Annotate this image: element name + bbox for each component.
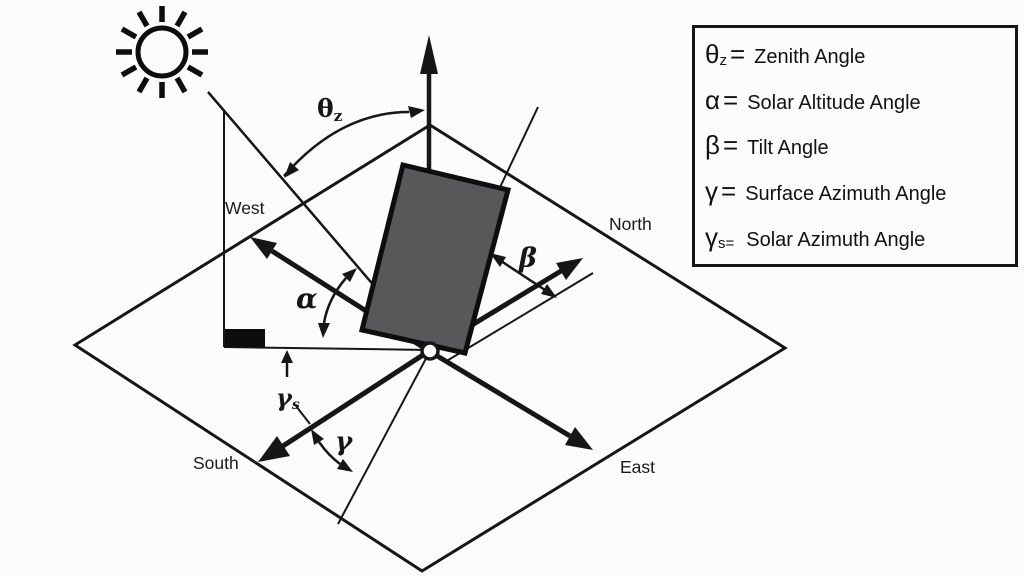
zenith-angle-arc — [283, 106, 425, 178]
legend-box: θz= Zenith Angle α= Solar Altitude Angle β… — [692, 25, 1018, 267]
legend-row-surface-azimuth: γ= Surface Azimuth Angle — [705, 176, 1011, 207]
ground-plane-outline — [72, 123, 788, 573]
south-arrow — [258, 348, 431, 462]
solar-azimuth-arc — [281, 350, 311, 425]
legend-label: Solar Azimuth Angle — [746, 228, 926, 251]
north-label: North — [609, 214, 652, 234]
legend-symbol: β= — [705, 130, 739, 161]
altitude-angle-arc — [318, 268, 357, 338]
west-label: West — [225, 198, 265, 218]
panel-plane-extension — [493, 106, 539, 201]
legend-label: Surface Azimuth Angle — [745, 183, 947, 206]
legend-symbol: θz= — [705, 39, 746, 70]
right-angle-marker — [225, 329, 265, 347]
legend-row-zenith: θz= Zenith Angle — [705, 39, 1011, 70]
zenith-angle-label: θz — [317, 94, 343, 125]
legend-row-altitude: α= Solar Altitude Angle — [705, 85, 1011, 116]
tilt-angle-arrow — [490, 253, 557, 298]
surface-azimuth-label: γ — [335, 427, 354, 457]
surface-azimuth-arc — [311, 429, 353, 472]
tilt-reference-line — [444, 272, 594, 363]
sun-icon — [116, 6, 208, 98]
legend-row-tilt: β= Tilt Angle — [705, 130, 1011, 161]
legend-label: Zenith Angle — [754, 46, 866, 69]
east-label: East — [620, 457, 655, 477]
solar-panel — [358, 161, 512, 356]
east-arrow — [427, 348, 593, 450]
legend-label: Tilt Angle — [747, 137, 829, 160]
tilt-angle-label: β — [518, 243, 537, 274]
altitude-angle-label: α — [296, 282, 318, 315]
surface-azimuth-line — [337, 350, 431, 525]
legend-symbol: γ= — [705, 176, 737, 207]
legend-symbol: γs= — [705, 221, 735, 252]
legend-label: Solar Altitude Angle — [747, 91, 921, 114]
south-label: South — [193, 453, 239, 473]
legend-symbol: α= — [705, 84, 739, 115]
horizontal-projection-line — [223, 346, 430, 351]
legend-row-solar-azimuth: γs= Solar Azimuth Angle — [705, 222, 1011, 253]
solar-azimuth-label: γs — [276, 383, 300, 413]
origin-point — [420, 341, 440, 361]
